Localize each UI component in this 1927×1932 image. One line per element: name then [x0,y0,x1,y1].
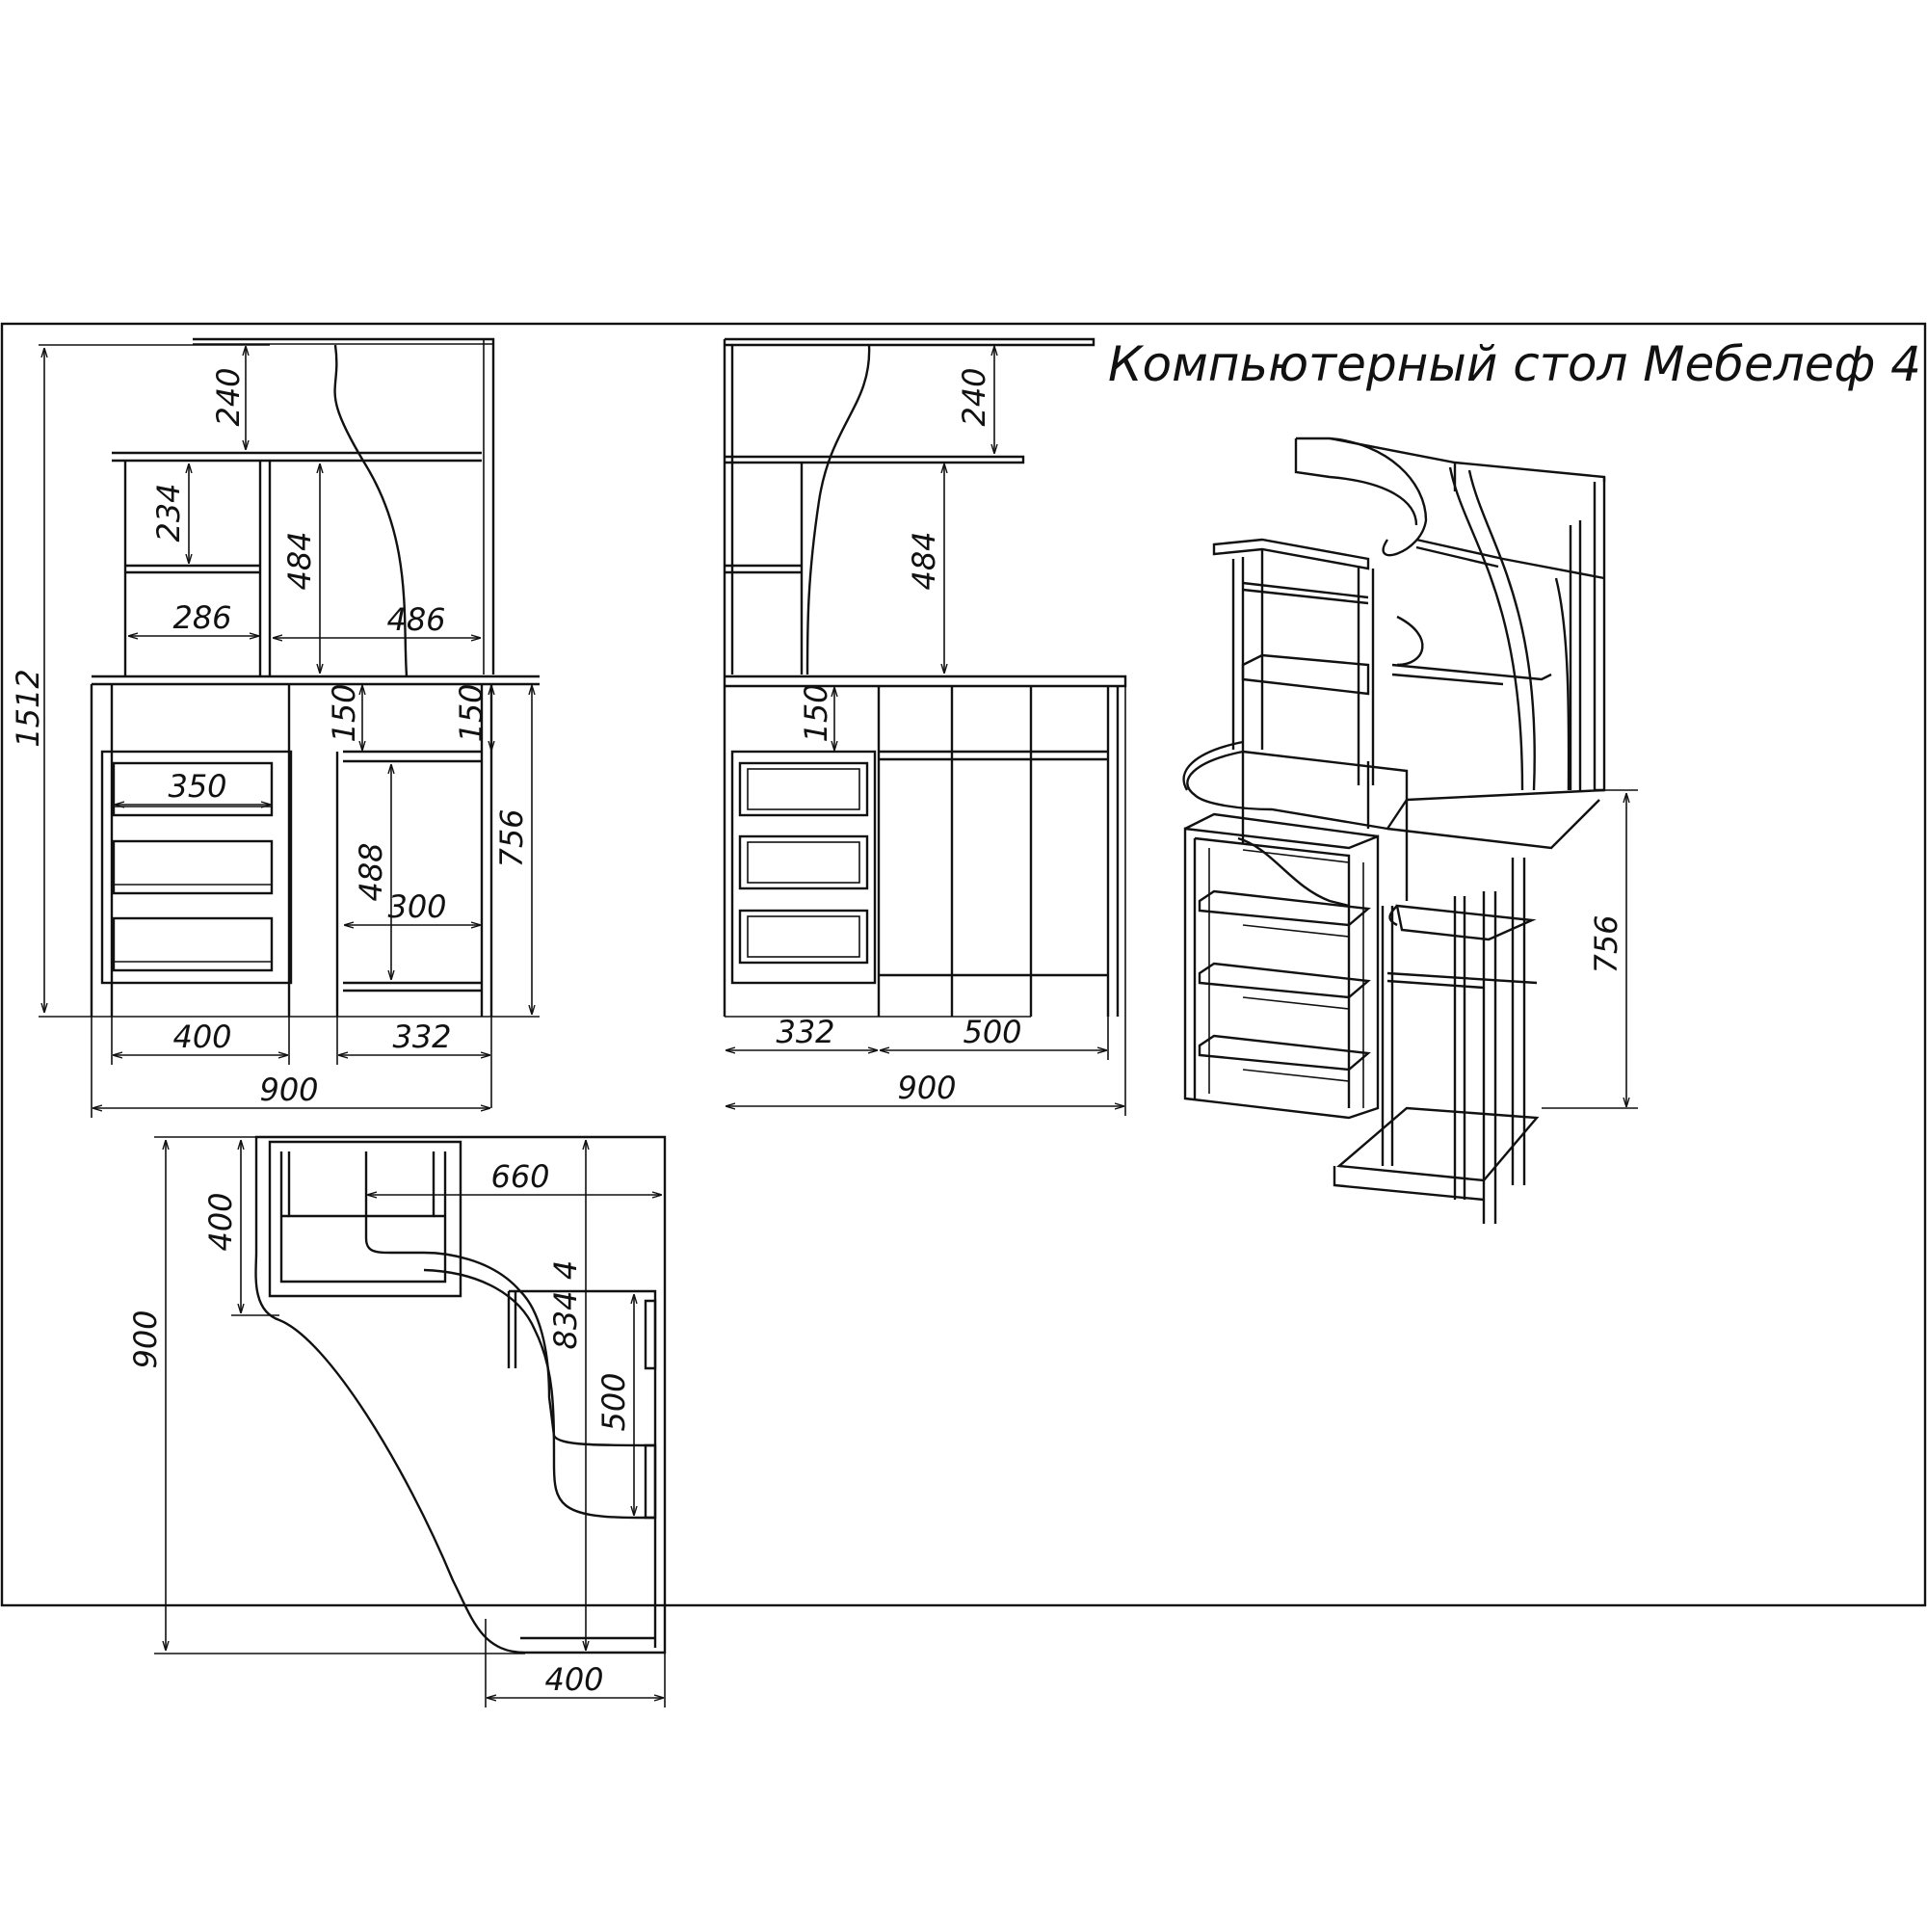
plan-view: 900 400 660 834 4 500 400 [127,1135,667,1707]
dim-front-400: 400 [172,1019,231,1055]
dim-front-150-left: 150 [326,683,362,742]
dim-front-756: 756 [493,808,530,867]
dim-front-286: 286 [172,599,231,636]
dim-plan-834: 834 [547,1290,584,1349]
dim-front-height-1512: 1512 [10,669,46,747]
dim-plan-500: 500 [595,1372,632,1431]
drawing-title: Компьютерный стол Мебелеф 4 [1108,336,1921,392]
dim-side-150: 150 [798,683,834,742]
dim-front-900: 900 [259,1072,318,1108]
dim-plan-4: 4 [547,1260,584,1280]
dim-side-900: 900 [897,1070,956,1106]
isometric-view: 756 [1182,437,1638,1224]
dim-plan-400-bottom: 400 [544,1661,603,1698]
dim-side-332: 332 [776,1014,834,1050]
dim-front-488: 488 [353,842,389,901]
front-view: 1512 240 234 484 286 486 150 150 350 488… [10,337,540,1118]
dim-front-240: 240 [210,367,247,426]
dim-side-500: 500 [963,1014,1021,1050]
dim-front-332: 332 [392,1019,451,1055]
dim-plan-660: 660 [490,1158,549,1195]
dim-side-240: 240 [956,367,992,426]
dim-front-300: 300 [387,888,446,925]
sheet-frame [0,322,1927,1607]
dim-front-486: 486 [386,601,445,638]
dim-plan-900: 900 [127,1310,164,1368]
dim-plan-400-left: 400 [202,1192,239,1251]
dim-front-484: 484 [281,531,318,590]
dim-front-150-right: 150 [453,683,489,742]
dim-side-484: 484 [906,531,942,590]
side-view: 240 484 150 332 500 900 [723,337,1127,1116]
dim-iso-756: 756 [1588,914,1624,973]
dim-front-234: 234 [150,483,187,542]
dim-front-350: 350 [168,768,226,805]
